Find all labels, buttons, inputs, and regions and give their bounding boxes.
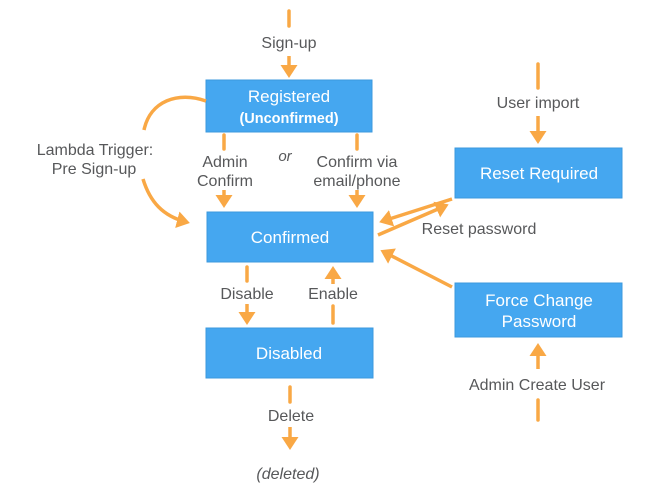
- flow-disable: Disable: [220, 265, 274, 325]
- flow-confirm-via: Confirm via email/phone: [313, 133, 401, 208]
- lambda-trigger-label-1: Lambda Trigger:: [37, 142, 154, 159]
- reset-required-label: Reset Required: [480, 164, 598, 183]
- registered-sublabel: (Unconfirmed): [239, 111, 338, 127]
- state-disabled: Disabled: [205, 327, 374, 379]
- disabled-box: [205, 327, 374, 379]
- reset-password-label: Reset password: [422, 221, 537, 238]
- force-change-password-label-1: Force Change: [485, 291, 593, 310]
- delete-label: Delete: [268, 408, 314, 425]
- state-registered: Registered (Unconfirmed): [205, 79, 373, 133]
- lambda-trigger-label-2: Pre Sign-up: [52, 161, 137, 178]
- force-change-password-label-2: Password: [502, 312, 577, 331]
- force-change-to-confirmed-arrow: [380, 248, 453, 289]
- or-label: or: [278, 148, 292, 165]
- admin-confirm-label-2: Confirm: [197, 173, 253, 190]
- confirm-via-label-2: email/phone: [313, 173, 400, 190]
- lambda-curve-top: [142, 95, 207, 131]
- registered-box: [205, 79, 373, 133]
- admin-confirm-label-1: Admin: [202, 154, 247, 171]
- flow-lambda-trigger: Lambda Trigger: Pre Sign-up: [37, 95, 207, 228]
- deleted-label: (deleted): [256, 466, 319, 483]
- registered-label: Registered: [248, 87, 330, 106]
- confirmed-box: [206, 211, 374, 263]
- flow-reset-password: Reset password: [377, 197, 537, 238]
- disable-label: Disable: [220, 286, 273, 303]
- disabled-label: Disabled: [256, 344, 322, 363]
- force-change-password-box: [454, 282, 623, 338]
- flow-user-import: User import: [497, 62, 580, 144]
- confirmed-label: Confirmed: [251, 228, 329, 247]
- flow-delete: Delete (deleted): [256, 385, 320, 483]
- confirmed-to-reset-required-arrow: [377, 201, 449, 237]
- lambda-curve-bottom-arrow: [141, 178, 190, 228]
- flow-admin-create-user: Admin Create User: [469, 343, 606, 422]
- flow-admin-confirm: Admin Confirm: [197, 133, 253, 208]
- signup-label: Sign-up: [261, 35, 316, 52]
- flow-signup: Sign-up: [261, 9, 317, 78]
- confirm-via-label-1: Confirm via: [317, 154, 398, 171]
- flow-enable: Enable: [308, 266, 358, 325]
- state-confirmed: Confirmed: [206, 211, 374, 263]
- state-reset-required: Reset Required: [454, 147, 623, 199]
- state-force-change-password: Force Change Password: [454, 282, 623, 338]
- enable-label: Enable: [308, 286, 358, 303]
- admin-create-user-label: Admin Create User: [469, 377, 606, 394]
- reset-required-box: [454, 147, 623, 199]
- user-import-label: User import: [497, 95, 580, 112]
